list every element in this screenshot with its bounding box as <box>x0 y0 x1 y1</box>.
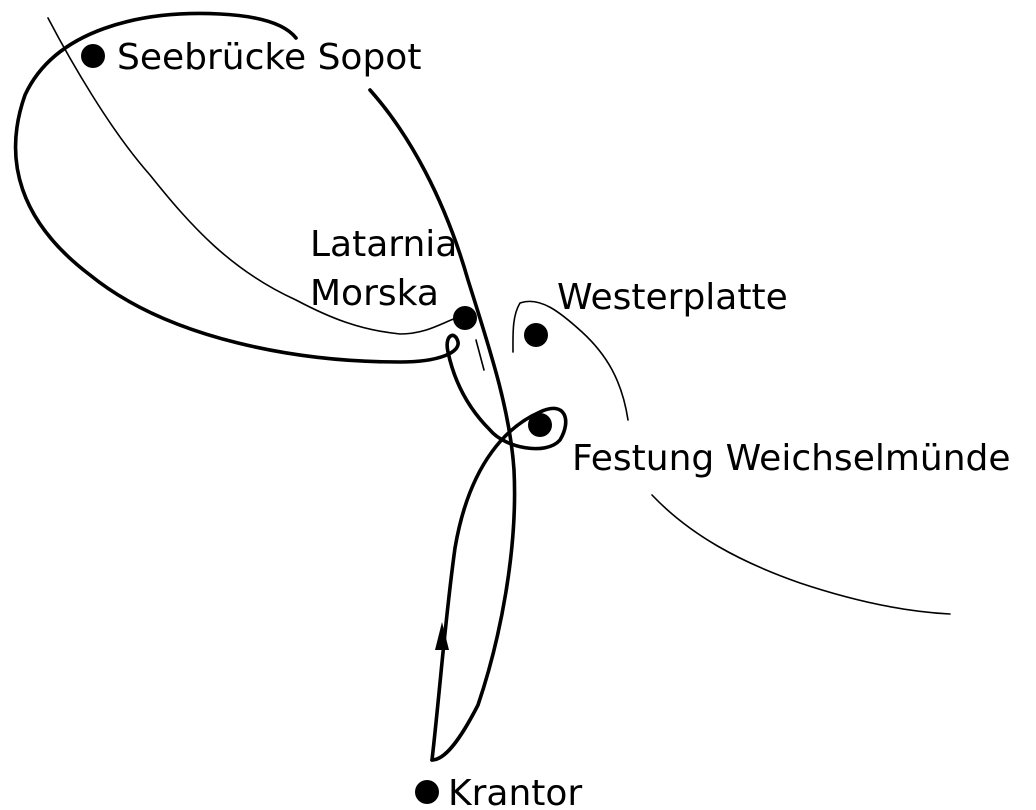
marker-festung-weichselmuende <box>528 413 552 437</box>
coastlines <box>47 17 951 615</box>
label-krantor: Krantor <box>448 773 582 810</box>
place-labels: Seebrücke Sopot Latarnia Morska Westerpl… <box>117 37 1011 810</box>
marker-westerplatte <box>524 323 548 347</box>
label-latarnia-morska-line2: Morska <box>310 273 439 314</box>
westerplatte-shore <box>512 300 629 421</box>
route-path <box>13 11 568 762</box>
marker-seebruecke-sopot <box>81 44 105 68</box>
label-seebruecke-sopot: Seebrücke Sopot <box>117 37 421 78</box>
coastline-east <box>651 494 951 615</box>
label-latarnia-morska-line1: Latarnia <box>310 224 457 265</box>
route-path-return <box>368 88 517 762</box>
coastline-northwest <box>47 17 457 335</box>
label-westerplatte: Westerplatte <box>557 277 788 318</box>
route <box>13 11 568 762</box>
label-festung-weichselmuende: Festung Weichselmünde <box>572 438 1011 479</box>
route-direction-arrowhead <box>435 622 449 650</box>
marker-latarnia-morska <box>453 306 477 330</box>
place-markers <box>81 44 552 804</box>
marker-krantor <box>415 780 439 804</box>
harbour-mole-short <box>475 339 485 371</box>
